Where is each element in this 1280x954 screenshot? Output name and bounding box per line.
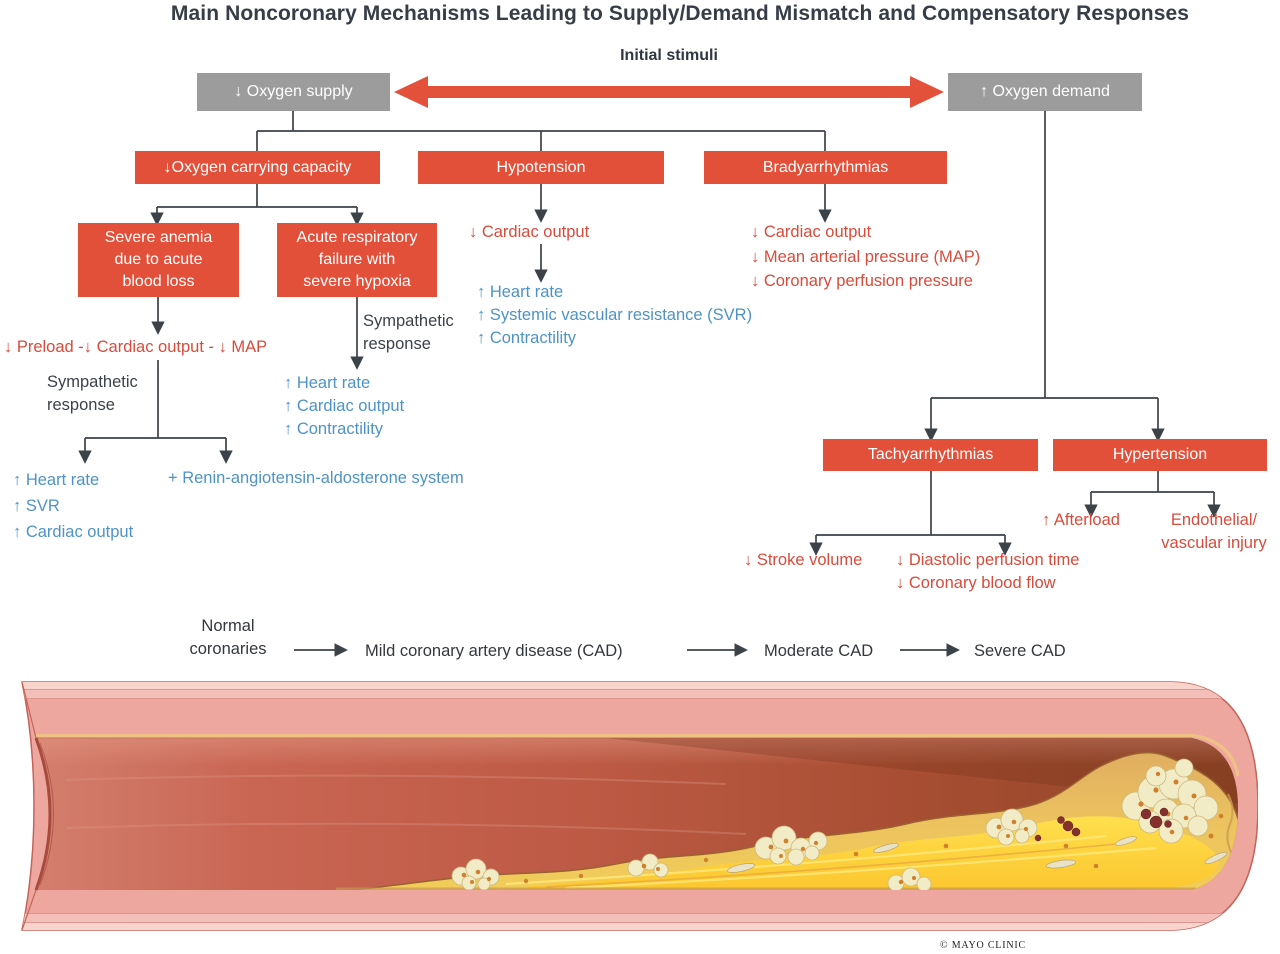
initial-stimuli-label: Initial stimuli bbox=[620, 47, 718, 64]
stroke-volume-text: ↓ Stroke volume bbox=[744, 551, 863, 569]
normal-coronaries-label: Normal coronaries bbox=[189, 617, 267, 658]
raas-text: + Renin-angiotensin-aldosterone system bbox=[168, 469, 464, 487]
hypotension-box: Hypotension bbox=[418, 151, 664, 184]
oxygen-carrying-capacity-box: ↓Oxygen carrying capacity bbox=[135, 151, 380, 184]
afterload-text: ↑ Afterload bbox=[1042, 511, 1120, 529]
anemia-compensation-text: ↑ Heart rate ↑ SVR ↑ Cardiac output bbox=[13, 471, 134, 541]
severe-anemia-box: Severe anemia due to acute blood loss bbox=[78, 223, 239, 297]
artery-illustration bbox=[21, 681, 1258, 931]
bradyarrhythmias-box: Bradyarrhythmias bbox=[704, 151, 947, 184]
bradyarrhythmias-effects-text: ↓ Cardiac output ↓ Mean arterial pressur… bbox=[751, 223, 981, 290]
sympathetic-response-label: Sympathetic response bbox=[47, 373, 138, 414]
hypotension-effect-text: ↓ Cardiac output bbox=[469, 223, 590, 241]
perfusion-effects-text: ↓ Diastolic perfusion time ↓ Coronary bl… bbox=[896, 551, 1080, 592]
moderate-cad-label: Moderate CAD bbox=[764, 642, 874, 660]
hypertension-box: Hypertension bbox=[1053, 439, 1267, 471]
hypotension-compensation-text: ↑ Heart rate ↑ Systemic vascular resista… bbox=[477, 283, 753, 347]
mayo-clinic-credit: © MAYO CLINIC bbox=[940, 940, 1026, 951]
oxygen-demand-box: ↑ Oxygen demand bbox=[948, 73, 1142, 111]
mild-cad-label: Mild coronary artery disease (CAD) bbox=[365, 642, 623, 660]
sympathetic-response-label: Sympathetic response bbox=[363, 312, 454, 353]
respiratory-compensation-text: ↑ Heart rate ↑ Cardiac output ↑ Contract… bbox=[284, 374, 405, 438]
page-title: Main Noncoronary Mechanisms Leading to S… bbox=[170, 2, 1190, 25]
severe-cad-label: Severe CAD bbox=[974, 642, 1066, 660]
acute-respiratory-failure-box: Acute respiratory failure with severe hy… bbox=[277, 223, 437, 297]
double-arrow-icon bbox=[394, 76, 944, 108]
tachyarrhythmias-box: Tachyarrhythmias bbox=[823, 439, 1038, 471]
endothelial-injury-text: Endothelial/ vascular injury bbox=[1161, 511, 1267, 552]
preload-effects-text: ↓ Preload -↓ Cardiac output - ↓ MAP bbox=[4, 338, 268, 356]
oxygen-supply-box: ↓ Oxygen supply bbox=[197, 73, 390, 111]
